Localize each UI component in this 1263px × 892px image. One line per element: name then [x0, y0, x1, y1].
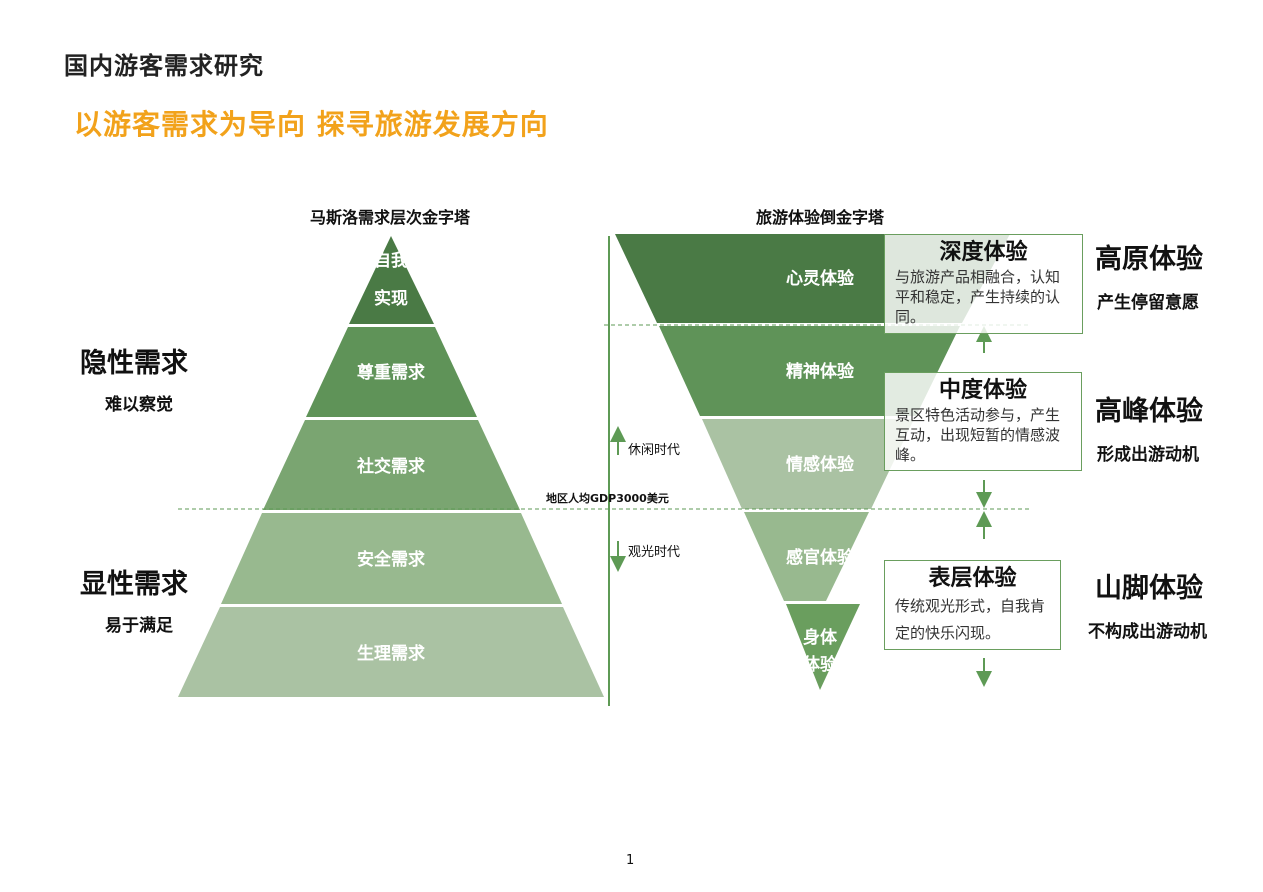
tourism-physical-label-line1: 身体: [803, 627, 838, 648]
medium-experience-box: 中度体验 景区特色活动参与，产生互动，出现短暂的情感波峰。: [884, 372, 1082, 471]
explicit-needs-label: 显性需求: [80, 569, 188, 600]
peak-experience-label: 高峰体验: [1095, 396, 1203, 427]
plateau-experience-label: 高原体验: [1095, 244, 1203, 275]
medium-experience-desc: 景区特色活动参与，产生互动，出现短暂的情感波峰。: [895, 406, 1061, 464]
medium-experience-title: 中度体验: [938, 378, 1027, 403]
deep-experience-desc: 与旅游产品相融合，认知平和稳定，产生持续的认同。: [895, 268, 1061, 326]
maslow-layer-social: [263, 420, 520, 510]
maslow-layer-physiological: [178, 607, 604, 697]
plateau-experience-sub: 产生停留意愿: [1097, 293, 1199, 313]
foothill-experience-label: 山脚体验: [1095, 573, 1203, 604]
peak-experience-sub: 形成出游动机: [1097, 445, 1199, 465]
deep-experience-title: 深度体验: [939, 240, 1028, 265]
sightseeing-era-label: 观光时代: [628, 545, 681, 560]
foothill-experience-sub: 不构成出游动机: [1088, 622, 1207, 642]
tourism-layer-emotional: [702, 419, 914, 509]
maslow-pyramid-title: 马斯洛需求层次金字塔: [309, 208, 470, 227]
page-title: 国内游客需求研究: [64, 52, 264, 80]
maslow-layer-self-actualization: [349, 236, 434, 324]
hidden-needs-label: 隐性需求: [80, 348, 188, 379]
page-number: 1: [626, 853, 635, 868]
explicit-needs-sub: 易于满足: [105, 616, 173, 636]
surface-experience-title: 表层体验: [928, 566, 1017, 591]
tourism-spiritual-label: 心灵体验: [786, 268, 855, 289]
maslow-physiological-label: 生理需求: [357, 643, 425, 664]
maslow-top-label-line1: 自我: [374, 250, 408, 271]
tourism-mental-label: 精神体验: [786, 361, 855, 382]
hidden-needs-sub: 难以察觉: [105, 395, 173, 415]
surface-experience-box: 表层体验 传统观光形式，自我肯定的快乐闪现。: [884, 560, 1061, 650]
tourism-emotional-label: 情感体验: [786, 454, 855, 475]
deep-experience-box: 深度体验 与旅游产品相融合，认知平和稳定，产生持续的认同。: [884, 234, 1083, 334]
gdp-threshold-label: 地区人均GDP3000美元: [546, 492, 669, 505]
maslow-layer-esteem: [306, 327, 477, 417]
tourism-physical-label-line2: 体验: [803, 654, 838, 675]
leisure-era-label: 休闲时代: [628, 443, 681, 458]
maslow-layer-safety: [221, 513, 562, 604]
tourism-layer-physical: [786, 604, 860, 690]
surface-experience-desc: 传统观光形式，自我肯定的快乐闪现。: [895, 597, 1046, 642]
maslow-safety-label: 安全需求: [357, 549, 425, 570]
tourism-pyramid-title: 旅游体验倒金字塔: [755, 208, 884, 227]
page-subtitle: 以游客需求为导向 探寻旅游发展方向: [74, 108, 549, 141]
maslow-top-label-line2: 实现: [374, 288, 408, 309]
tourism-layer-sensory: [744, 512, 869, 601]
maslow-social-label: 社交需求: [356, 456, 425, 477]
maslow-esteem-label: 尊重需求: [357, 362, 425, 383]
tourism-sensory-label: 感官体验: [786, 547, 855, 568]
